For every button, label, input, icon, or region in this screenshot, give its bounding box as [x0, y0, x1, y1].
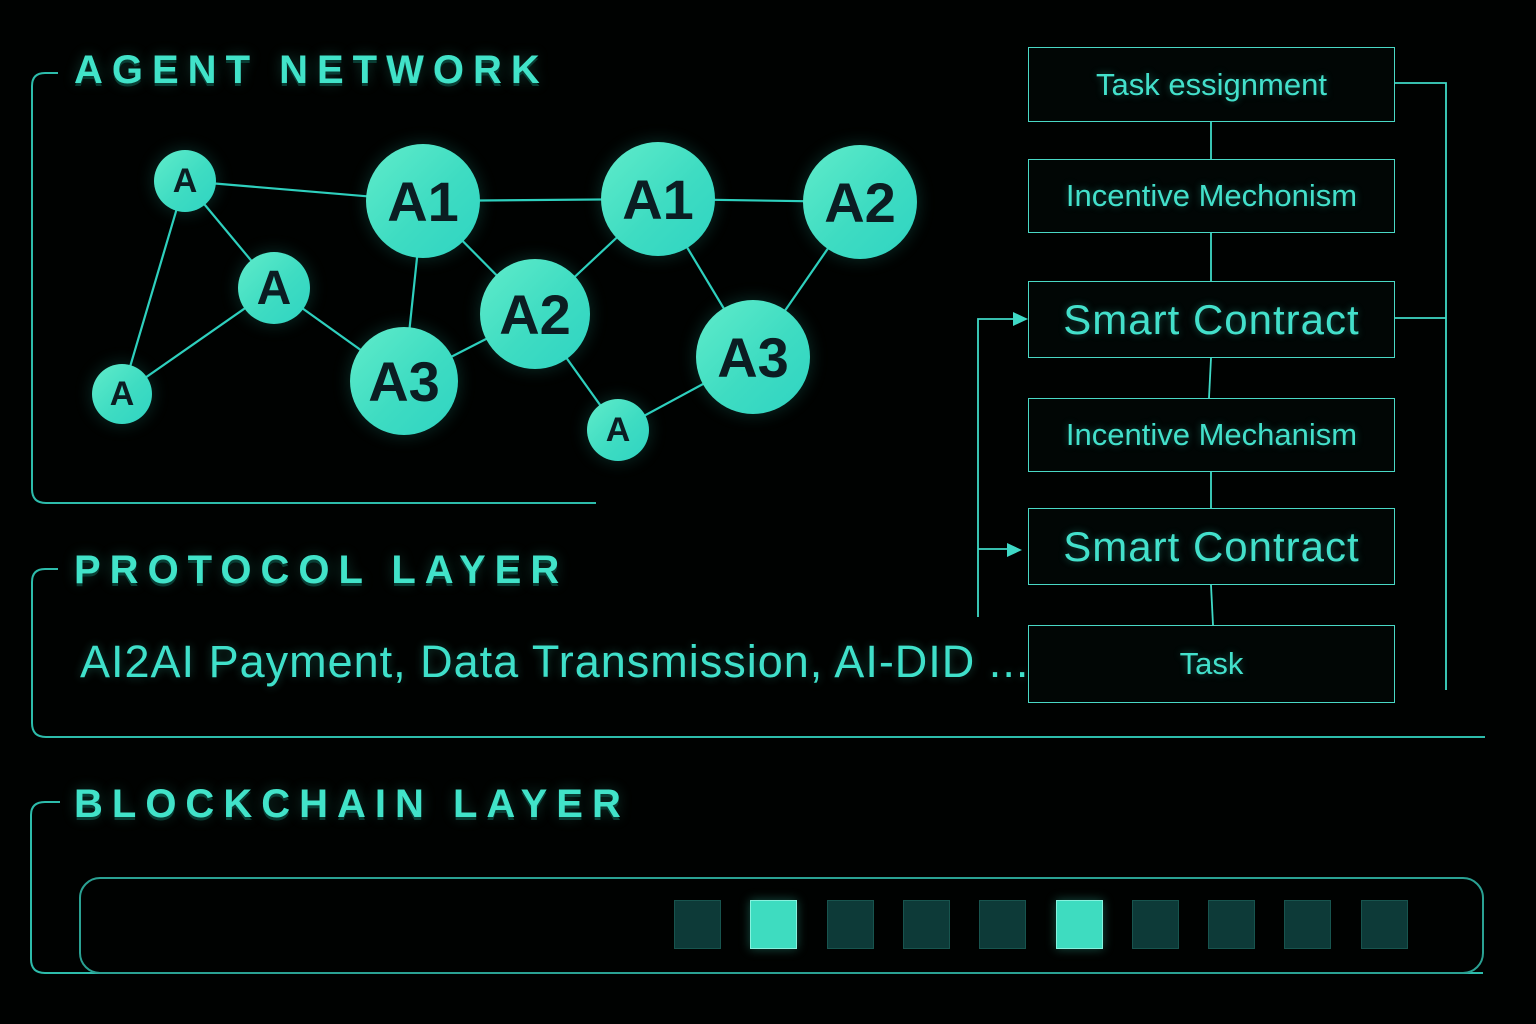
flowchart-box-label: Smart Contract [1063, 522, 1360, 570]
flowchart-box-label: Smart Contract [1063, 295, 1360, 343]
protocol-section-bracket [31, 568, 1485, 738]
blockchain-square-4-dim [902, 900, 950, 949]
connector-right-loop [1395, 82, 1447, 690]
agent-node-a-n1: A [154, 150, 216, 212]
flowchart-box-label: Incentive Mechonism [1065, 178, 1358, 213]
agent-node-label: A [605, 410, 631, 449]
flowchart-box-label: Incentive Mechanism [1065, 417, 1358, 452]
blockchain-square-7-dim [1131, 900, 1179, 949]
blockchain-square-9-dim [1284, 900, 1332, 949]
protocol-layer-description: AI2AI Payment, Data Transmission, AI-DID… [80, 636, 1030, 687]
flowchart-box-smart-contract: Smart Contract [1028, 508, 1395, 585]
agent-node-label: A1 [387, 169, 459, 233]
agent-node-a-n8: A [92, 364, 152, 424]
agent-edge-n1-n8 [120, 180, 187, 395]
agent-node-a-n10: A [587, 399, 649, 461]
protocol-layer-title: PROTOCOL LAYER [74, 548, 569, 592]
blockchain-track-box [79, 877, 1484, 974]
flowchart-box-task: Task [1028, 625, 1395, 703]
agent-node-a-n5: A [238, 252, 310, 324]
agent-node-a1-n2: A1 [366, 144, 480, 258]
agent-section-bracket [31, 72, 596, 504]
connector-b3-b4 [1208, 357, 1212, 399]
flowchart-box-smart-contract: Smart Contract [1028, 281, 1395, 358]
agent-node-label: A2 [499, 282, 571, 346]
agent-node-label: A2 [824, 170, 896, 234]
arrowhead-upper-smart-contract [1013, 312, 1028, 326]
blockchain-square-1-dim [674, 900, 721, 949]
blockchain-square-5-dim [979, 900, 1027, 949]
connector-left-loop [977, 318, 1026, 617]
blockchain-section-bracket [30, 801, 1483, 974]
blockchain-square-2-bright [750, 900, 798, 949]
agent-network-title: AGENT NETWORK [74, 48, 549, 92]
agent-node-a1-n3: A1 [601, 142, 715, 256]
agent-node-a3-n9: A3 [696, 300, 810, 414]
agent-node-a2-n6: A2 [480, 259, 590, 369]
agent-node-label: A [109, 374, 135, 413]
blockchain-layer-title: BLOCKCHAIN LAYER [74, 782, 630, 826]
agent-node-label: A3 [717, 325, 789, 389]
agent-node-label: A1 [622, 167, 694, 231]
agent-node-label: A [172, 161, 198, 200]
agent-node-label: A3 [368, 349, 440, 413]
flowchart-box-incentive-mechonism: Incentive Mechonism [1028, 159, 1395, 233]
flowchart-box-label: Task essignment [1096, 66, 1327, 102]
flowchart-box-task-essignment: Task essignment [1028, 47, 1395, 122]
arrowhead-lower-smart-contract [1007, 543, 1022, 557]
connector-b5-b6 [1210, 584, 1214, 626]
agent-node-a3-n7: A3 [350, 327, 458, 435]
flowchart-box-label: Task [1179, 646, 1244, 681]
blockchain-square-3-dim [826, 900, 874, 949]
flowchart-connectors [977, 82, 1447, 690]
blockchain-square-10-dim [1360, 900, 1408, 949]
blockchain-square-6-bright [1055, 900, 1103, 949]
blockchain-square-8-dim [1208, 900, 1256, 949]
agent-node-a2-n4: A2 [803, 145, 917, 259]
agent-node-label: A [256, 261, 292, 315]
flowchart-box-incentive-mechanism: Incentive Mechanism [1028, 398, 1395, 472]
